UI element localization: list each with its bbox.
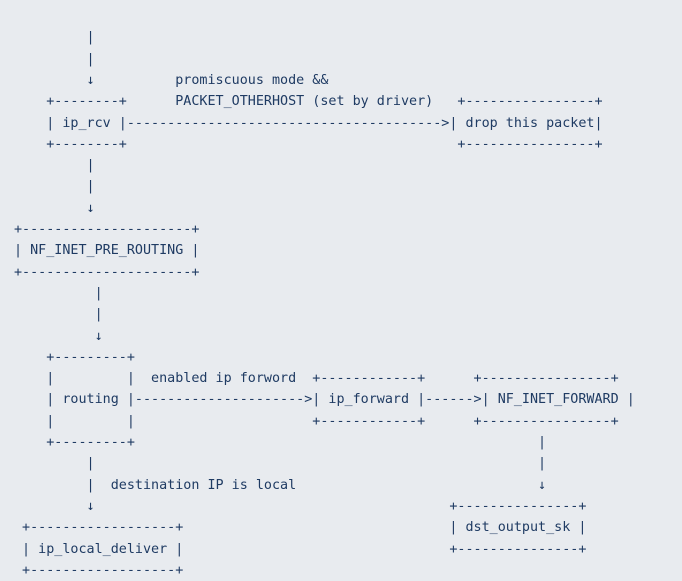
diagram-line: ↓ xyxy=(14,328,103,344)
diagram-line: | xyxy=(14,30,95,46)
diagram-line: +--------+ +----------------+ xyxy=(14,136,603,152)
diagram-line: | ip_rcv |------------------------------… xyxy=(14,115,603,131)
diagram-line: ↓ +---------------+ xyxy=(14,498,587,514)
ascii-flow-diagram: | | ↓ promiscuous mode && +--------+ PAC… xyxy=(0,13,682,578)
diagram-line: | xyxy=(14,285,103,301)
diagram-line: +--------+ PACKET_OTHERHOST (set by driv… xyxy=(14,94,603,110)
diagram-line: | ip_local_deliver | +---------------+ xyxy=(14,541,587,557)
diagram-line: ↓ promiscuous mode && xyxy=(14,72,329,88)
diagram-line: +---------------------+ xyxy=(14,264,200,280)
diagram-line: | | enabled ip forword +------------+ +-… xyxy=(14,371,619,387)
diagram-line: | xyxy=(14,179,95,195)
diagram-line: | xyxy=(14,51,95,67)
diagram-line: | destination IP is local ↓ xyxy=(14,477,547,493)
diagram-line: +---------+ xyxy=(14,349,135,365)
diagram-line: | routing |--------------------->| ip_fo… xyxy=(14,392,635,408)
diagram-line: | | xyxy=(14,456,547,472)
diagram-line: +---------+ | xyxy=(14,435,547,451)
diagram-line: | | +------------+ +----------------+ xyxy=(14,413,619,429)
diagram-line: | xyxy=(14,307,103,323)
diagram-line: +------------------+ | dst_output_sk | xyxy=(14,520,587,536)
diagram-line: +---------------------+ xyxy=(14,222,200,238)
diagram-line: | NF_INET_PRE_ROUTING | xyxy=(14,243,200,259)
diagram-line: | xyxy=(14,158,95,174)
diagram-line: ↓ xyxy=(14,200,95,216)
diagram-line: +------------------+ xyxy=(14,562,184,578)
